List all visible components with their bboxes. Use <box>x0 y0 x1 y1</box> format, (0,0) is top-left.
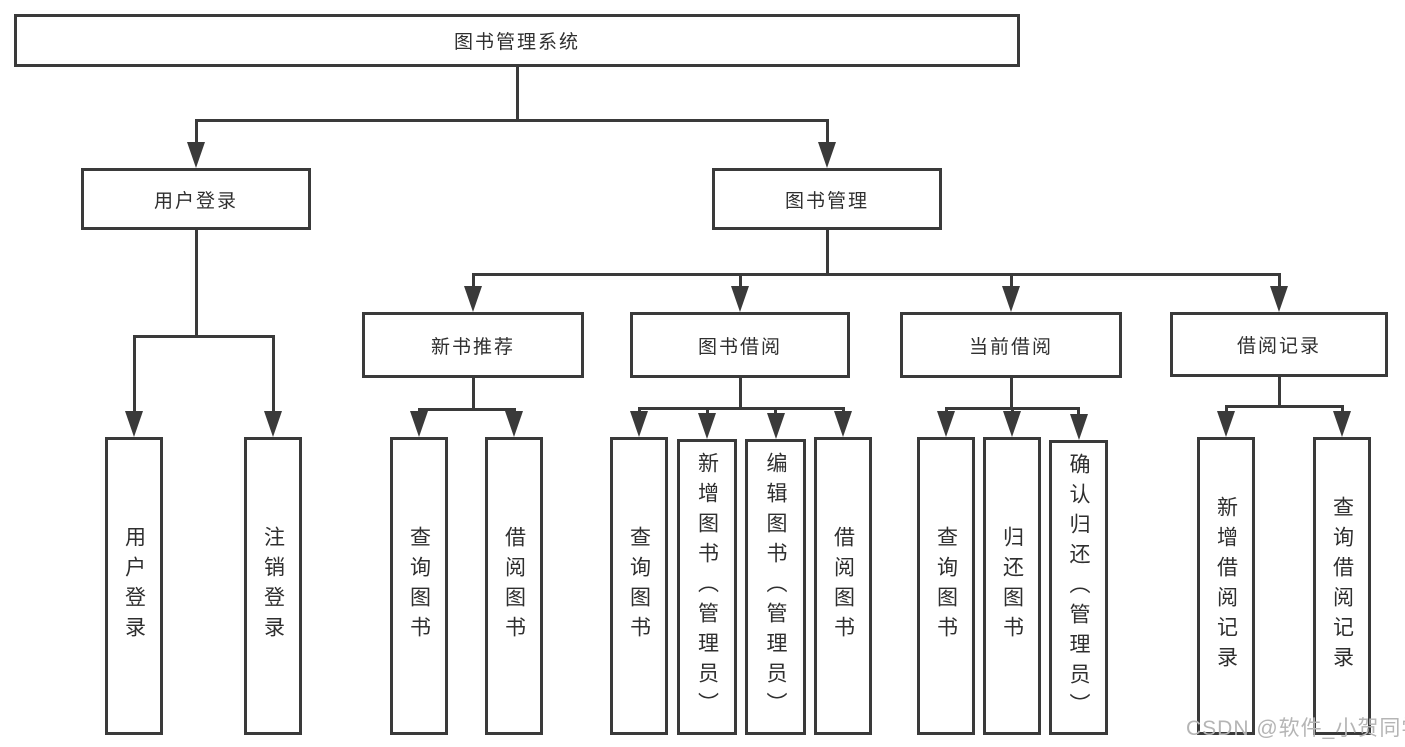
node-book_borrow: 图书借阅 <box>630 312 850 378</box>
arrowhead-book_mgmt <box>818 142 836 168</box>
connector-drop-cur_borrow <box>1009 273 1013 292</box>
node-nr_query: 查询图书 <box>390 437 448 735</box>
arrowhead-cb_return <box>1003 411 1021 437</box>
connector-stem-book_mgmt <box>825 230 829 276</box>
connector-drop-user_login <box>194 119 198 148</box>
node-label-bb_add: 新增图书（管理员） <box>695 452 719 722</box>
connector-stem-borrow_log <box>1277 377 1281 408</box>
node-label-new_rec: 新书推荐 <box>430 336 515 358</box>
node-borrow_log: 借阅记录 <box>1170 312 1388 377</box>
connector-drop-book_mgmt <box>825 119 829 148</box>
node-label-nr_query: 查询图书 <box>407 526 431 646</box>
connector-drop-borrow_log <box>1277 273 1281 292</box>
node-label-leaf_logout: 注销登录 <box>261 526 285 646</box>
node-book_mgmt: 图书管理 <box>712 168 942 230</box>
connector-split-new_rec <box>417 408 516 411</box>
node-cb_query: 查询图书 <box>917 437 975 735</box>
node-bb_borrow: 借阅图书 <box>814 437 872 735</box>
arrowhead-bl_query <box>1333 411 1351 437</box>
node-bb_query: 查询图书 <box>610 437 668 735</box>
node-bb_edit: 编辑图书（管理员） <box>745 439 806 735</box>
arrowhead-cb_confirm <box>1069 414 1088 440</box>
node-label-bb_borrow: 借阅图书 <box>831 526 855 646</box>
node-nr_borrow: 借阅图书 <box>485 437 543 735</box>
connector-stem-book_borrow <box>738 378 742 410</box>
arrowhead-new_rec <box>464 286 482 312</box>
arrowhead-leaf_logout <box>264 411 282 437</box>
connector-drop-leaf_user_login <box>132 335 136 417</box>
node-label-nr_borrow: 借阅图书 <box>502 526 526 646</box>
node-label-bl_query: 查询借阅记录 <box>1330 496 1354 676</box>
node-label-bl_add: 新增借阅记录 <box>1214 496 1238 676</box>
arrowhead-bl_add <box>1217 411 1235 437</box>
node-user_login: 用户登录 <box>81 168 311 230</box>
node-bl_add: 新增借阅记录 <box>1197 437 1255 735</box>
connector-stem-cur_borrow <box>1009 378 1013 410</box>
arrowhead-cur_borrow <box>1002 286 1020 312</box>
node-label-cb_query: 查询图书 <box>934 526 958 646</box>
arrowhead-nr_borrow <box>505 411 523 437</box>
node-label-borrow_log: 借阅记录 <box>1236 336 1321 357</box>
connector-split-book_mgmt <box>471 273 1281 276</box>
arrowhead-bb_query <box>630 411 648 437</box>
connector-stem-new_rec <box>471 378 475 411</box>
arrowhead-cb_query <box>937 411 955 437</box>
watermark: CSDN @软件_小贺同学 <box>1186 717 1405 740</box>
connector-split-borrow_log <box>1224 405 1344 408</box>
node-new_rec: 新书推荐 <box>362 312 584 378</box>
connector-stem-user_login <box>194 230 198 338</box>
connector-drop-book_borrow <box>738 273 742 292</box>
node-cb_confirm: 确认归还（管理员） <box>1049 440 1108 735</box>
arrowhead-bb_add <box>698 413 716 439</box>
node-label-leaf_user_login: 用户登录 <box>122 526 146 646</box>
node-label-bb_query: 查询图书 <box>627 526 651 646</box>
arrowhead-bb_borrow <box>834 411 852 437</box>
arrowhead-leaf_user_login <box>125 411 143 437</box>
node-bb_add: 新增图书（管理员） <box>677 439 737 735</box>
node-label-bb_edit: 编辑图书（管理员） <box>764 452 787 722</box>
node-root: 图书管理系统 <box>14 14 1020 67</box>
node-label-root: 图书管理系统 <box>453 32 580 53</box>
connector-drop-cb_confirm <box>1077 407 1080 420</box>
arrowhead-borrow_log <box>1270 286 1288 312</box>
arrowhead-bb_edit <box>766 413 785 439</box>
node-label-book_borrow: 图书借阅 <box>697 336 782 358</box>
node-cur_borrow: 当前借阅 <box>900 312 1122 378</box>
connector-split-user_login <box>132 335 275 338</box>
node-bl_query: 查询借阅记录 <box>1313 437 1371 735</box>
connector-drop-leaf_logout <box>271 335 275 417</box>
node-label-cb_return: 归还图书 <box>1000 526 1024 646</box>
node-label-book_mgmt: 图书管理 <box>784 190 869 212</box>
node-label-cur_borrow: 当前借阅 <box>968 336 1053 358</box>
arrowhead-book_borrow <box>731 286 749 312</box>
node-label-user_login: 用户登录 <box>153 190 238 212</box>
node-cb_return: 归还图书 <box>983 437 1041 735</box>
node-label-cb_confirm: 确认归还（管理员） <box>1067 452 1090 723</box>
node-leaf_user_login: 用户登录 <box>105 437 163 735</box>
arrowhead-user_login <box>187 142 205 168</box>
connector-drop-new_rec <box>471 273 475 292</box>
connector-split-book_borrow <box>637 407 845 410</box>
arrowhead-nr_query <box>410 411 428 437</box>
connector-split-root <box>194 119 829 122</box>
connector-stem-root <box>515 67 519 122</box>
node-leaf_logout: 注销登录 <box>244 437 302 735</box>
